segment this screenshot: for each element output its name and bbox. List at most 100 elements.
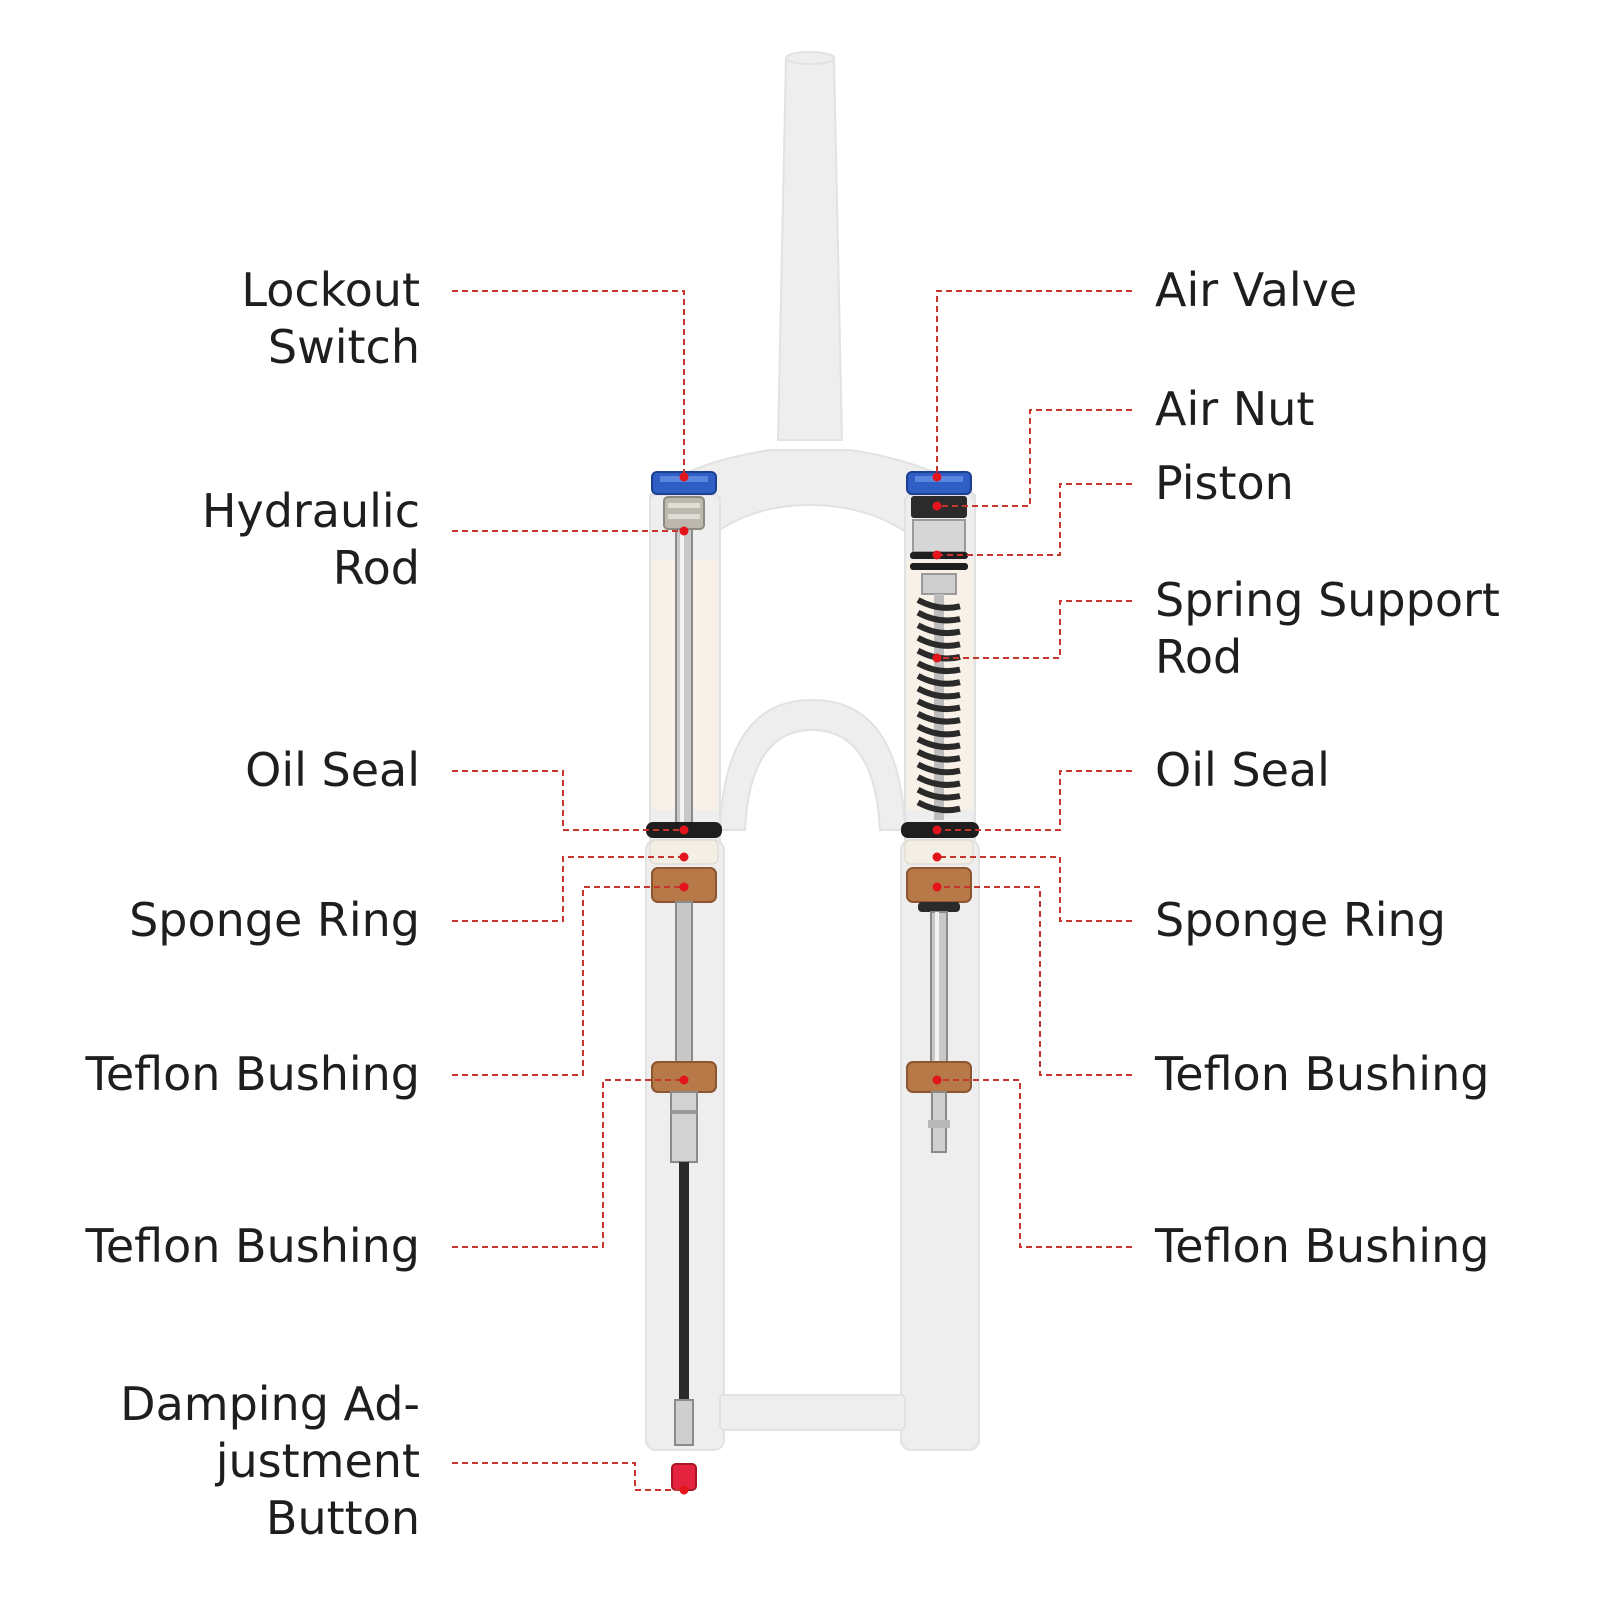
label-line: Air Nut [1155,382,1315,436]
left-lower-rod [675,901,693,1063]
steerer-tube [776,57,844,441]
spring-coil [916,774,961,788]
spring-coil [916,673,961,687]
label-left-sponge-ring: Sponge Ring [129,892,420,949]
label-line: Sponge Ring [129,893,420,947]
dot-right-bushing-lower [932,1075,942,1085]
piston-ring-2 [910,563,968,570]
rod-head-thread [668,503,700,508]
label-line: Teflon Bushing [1155,1219,1490,1273]
callout-dots [679,472,942,1495]
valve-stem-nut [928,1120,950,1128]
dot-left-bushing-upper [679,882,689,892]
label-line: Spring Support [1155,573,1500,627]
label-line: Rod [332,541,420,595]
label-line: Damping Ad- [120,1377,420,1431]
dot-right-bushing-upper [932,882,942,892]
spring-coil [916,597,961,611]
label-lockout-switch: Lockout Switch [241,262,420,376]
leader-left-bushing-upper [452,886,684,1076]
dot-lockout-switch [679,472,689,482]
label-line: Sponge Ring [1155,893,1446,947]
label-right-oil-seal: Oil Seal [1155,742,1330,799]
dot-damping-button [679,1485,689,1495]
label-line: Rod [1155,630,1243,684]
label-line: justment [215,1434,420,1488]
hydraulic-rod-shine [680,529,684,824]
leader-right-bushing-lower [937,1079,1132,1248]
label-line: Switch [267,320,420,374]
hydraulic-rod-head [663,496,705,530]
spring-coil [916,711,961,725]
leader-left-oil-seal [452,770,684,831]
label-air-valve: Air Valve [1155,262,1357,319]
spring-coil [916,698,961,713]
label-piston: Piston [1155,455,1294,512]
label-line: Lockout [241,263,420,317]
dot-piston [932,550,942,560]
spring-coil [916,761,961,776]
label-line: Piston [1155,456,1294,510]
spring-coil [916,609,961,624]
left-collar [670,1091,698,1163]
leader-lines [452,290,1132,1491]
label-left-teflon-bushing-upper: Teflon Bushing [86,1046,420,1103]
dot-spring-support-rod [932,653,942,663]
spring-coil [916,736,961,750]
spring-coil [916,685,961,700]
rod-head-thread-2 [668,514,700,519]
leader-right-sponge-ring [937,856,1132,922]
leader-damping-button [452,1462,684,1491]
left-sponge-ring [649,839,719,865]
label-line: Air Valve [1155,263,1358,317]
dot-air-nut [932,501,942,511]
label-line: Teflon Bushing [1155,1047,1490,1101]
air-shaft-shine [935,912,939,1062]
leader-piston [937,483,1132,556]
fork-arch [718,698,907,831]
damping-rod-end [674,1399,694,1446]
spring-coil [916,799,961,814]
leader-right-oil-seal [937,770,1132,831]
label-spring-support-rod: Spring Support Rod [1155,572,1500,686]
right-seal-under-bushing [918,902,960,912]
dot-left-oil-seal [679,825,689,835]
spring-coil [916,635,961,649]
label-hydraulic-rod: Hydraulic Rod [202,483,420,597]
steerer-tube-cap [785,51,835,65]
label-right-sponge-ring: Sponge Ring [1155,892,1446,949]
spring-coil [916,723,961,738]
dot-left-sponge-ring [679,852,689,862]
label-left-oil-seal: Oil Seal [245,742,420,799]
label-right-teflon-bushing-lower: Teflon Bushing [1155,1218,1489,1275]
leader-left-bushing-lower [452,1079,684,1248]
dot-right-oil-seal [932,825,942,835]
piston-body [912,519,966,553]
leader-right-bushing-upper [937,886,1132,1076]
label-line: Teflon Bushing [85,1219,420,1273]
coil-spring [916,594,961,820]
dot-right-sponge-ring [932,852,942,862]
label-air-nut: Air Nut [1155,381,1314,438]
dot-hydraulic-rod [679,526,689,536]
collar-groove [671,1110,697,1114]
label-right-teflon-bushing-upper: Teflon Bushing [1155,1046,1489,1103]
spring-coil [916,749,961,763]
dot-air-valve [932,472,942,482]
spring-coil [916,622,961,637]
leader-spring-support-rod [937,600,1132,659]
leader-air-nut [937,409,1132,507]
leader-left-sponge-ring [452,856,684,922]
label-damping-adjustment-button: Damping Ad- justment Button [120,1376,420,1547]
leader-lockout-switch [452,290,685,474]
spring-coil [916,787,961,801]
leader-air-valve [936,290,1132,474]
label-line: Button [265,1491,420,1545]
spring-support-top [921,573,957,595]
label-line: Oil Seal [1155,743,1330,797]
label-line: Hydraulic [201,484,420,538]
bottom-brace [719,1394,906,1431]
label-line: Oil Seal [245,743,420,797]
label-left-teflon-bushing-lower: Teflon Bushing [86,1218,420,1275]
